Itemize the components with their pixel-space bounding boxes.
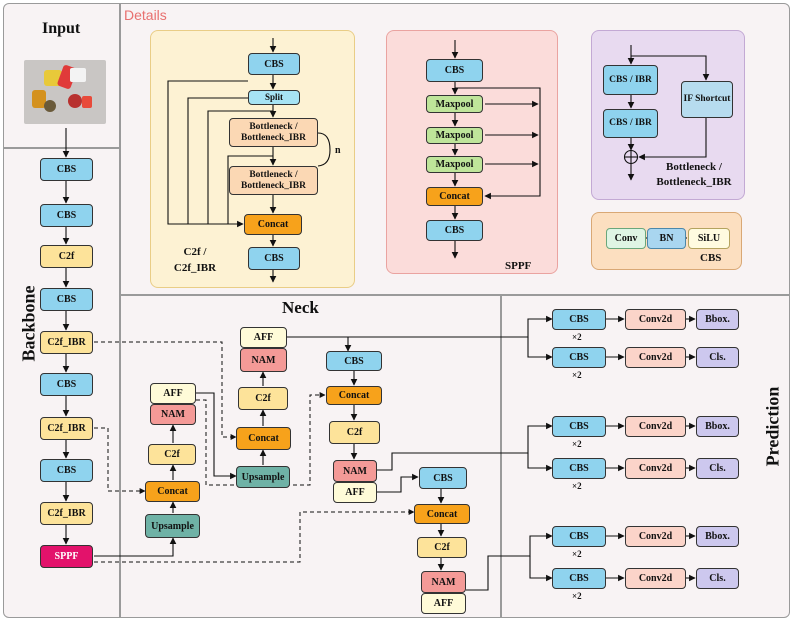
neck-aff-2: AFF (240, 327, 287, 348)
neck-concat-1: Concat (145, 481, 200, 502)
neck-upsample-1: Upsample (145, 514, 200, 538)
neck-aff-4: AFF (421, 593, 466, 614)
c2f-detail-bottleneck-1: Bottleneck / Bottleneck_IBR (229, 118, 318, 147)
pred-mult-5: ×2 (572, 549, 582, 559)
sppf-detail-maxpool-3: Maxpool (426, 156, 483, 173)
backbone-c2f-ibr-3: C2f_IBR (40, 502, 93, 525)
details-section-title: Details (124, 7, 167, 23)
pred-cbs-5: CBS (552, 526, 606, 547)
bottleneck-detail-caption: Bottleneck / Bottleneck_IBR (656, 161, 732, 188)
pred-conv2d-4: Conv2d (625, 458, 686, 479)
pred-conv2d-5: Conv2d (625, 526, 686, 547)
divider-neck-prediction (500, 295, 502, 617)
c2f-detail-bottleneck-2: Bottleneck / Bottleneck_IBR (229, 166, 318, 195)
sppf-detail-cbs-bottom: CBS (426, 220, 483, 241)
cbs-detail-silu: SiLU (688, 228, 730, 249)
cbs-detail-caption: CBS (700, 252, 722, 264)
neck-aff-1: AFF (150, 383, 196, 404)
pred-mult-6: ×2 (572, 591, 582, 601)
sppf-detail-maxpool-1: Maxpool (426, 95, 483, 113)
c2f-detail-caption: C2f / C2f_IBR (173, 246, 217, 274)
pred-bbox-3: Bbox. (696, 526, 739, 547)
pred-cbs-3: CBS (552, 416, 606, 437)
pred-conv2d-3: Conv2d (625, 416, 686, 437)
backbone-cbs-2: CBS (40, 204, 93, 227)
cbs-detail-conv: Conv (606, 228, 646, 249)
sppf-detail-caption: SPPF (505, 260, 532, 272)
backbone-c2f-ibr-1: C2f_IBR (40, 331, 93, 354)
pred-cbs-4: CBS (552, 458, 606, 479)
sppf-detail-concat: Concat (426, 187, 483, 206)
pred-cbs-1: CBS (552, 309, 606, 330)
backbone-cbs-1: CBS (40, 158, 93, 181)
pred-cls-2: Cls. (696, 458, 739, 479)
bottleneck-detail-cbs-ibr-2: CBS / IBR (603, 109, 658, 138)
bottleneck-detail-if-shortcut: IF Shortcut (681, 81, 733, 118)
neck-c2f-1: C2f (148, 444, 196, 465)
neck-upsample-2: Upsample (236, 466, 290, 488)
pred-cls-3: Cls. (696, 568, 739, 589)
sppf-detail-cbs-top: CBS (426, 59, 483, 82)
neck-cbs-4: CBS (419, 467, 467, 489)
backbone-sppf: SPPF (40, 545, 93, 568)
bottleneck-detail-cbs-ibr-1: CBS / IBR (603, 65, 658, 95)
cbs-detail-bn: BN (647, 228, 686, 249)
neck-c2f-2: C2f (238, 387, 288, 410)
neck-nam-4: NAM (421, 571, 466, 593)
neck-concat-4: Concat (414, 504, 470, 524)
backbone-cbs-5: CBS (40, 459, 93, 482)
pred-bbox-2: Bbox. (696, 416, 739, 437)
divider-input-details (119, 4, 121, 617)
pred-conv2d-2: Conv2d (625, 347, 686, 368)
neck-nam-1: NAM (150, 404, 196, 425)
backbone-c2f-ibr-2: C2f_IBR (40, 417, 93, 440)
neck-c2f-4: C2f (417, 537, 467, 558)
pred-conv2d-1: Conv2d (625, 309, 686, 330)
pred-mult-1: ×2 (572, 332, 582, 342)
pred-mult-4: ×2 (572, 481, 582, 491)
c2f-detail-concat: Concat (244, 214, 302, 235)
c2f-detail-cbs-bottom: CBS (248, 247, 300, 270)
neck-nam-2: NAM (240, 348, 287, 372)
pred-bbox-1: Bbox. (696, 309, 739, 330)
c2f-detail-n-label: n (335, 145, 341, 156)
pred-mult-3: ×2 (572, 439, 582, 449)
neck-c2f-3: C2f (329, 421, 380, 444)
divider-details-lower (120, 294, 789, 296)
neck-cbs-3: CBS (326, 351, 382, 371)
neck-concat-2: Concat (236, 427, 291, 450)
divider-input-backbone (4, 147, 120, 149)
c2f-detail-cbs-top: CBS (248, 53, 300, 75)
neck-aff-3: AFF (333, 482, 377, 503)
neck-nam-3: NAM (333, 460, 377, 482)
backbone-cbs-3: CBS (40, 288, 93, 311)
sppf-detail-maxpool-2: Maxpool (426, 127, 483, 144)
pred-conv2d-6: Conv2d (625, 568, 686, 589)
neck-section-title: Neck (282, 298, 319, 317)
backbone-cbs-4: CBS (40, 373, 93, 396)
neck-concat-3: Concat (326, 386, 382, 405)
pred-mult-2: ×2 (572, 370, 582, 380)
input-image (24, 60, 106, 124)
input-section-title: Input (42, 20, 81, 37)
pred-cbs-2: CBS (552, 347, 606, 368)
pred-cls-1: Cls. (696, 347, 739, 368)
backbone-c2f: C2f (40, 245, 93, 268)
pred-cbs-6: CBS (552, 568, 606, 589)
c2f-detail-split: Split (248, 90, 300, 105)
